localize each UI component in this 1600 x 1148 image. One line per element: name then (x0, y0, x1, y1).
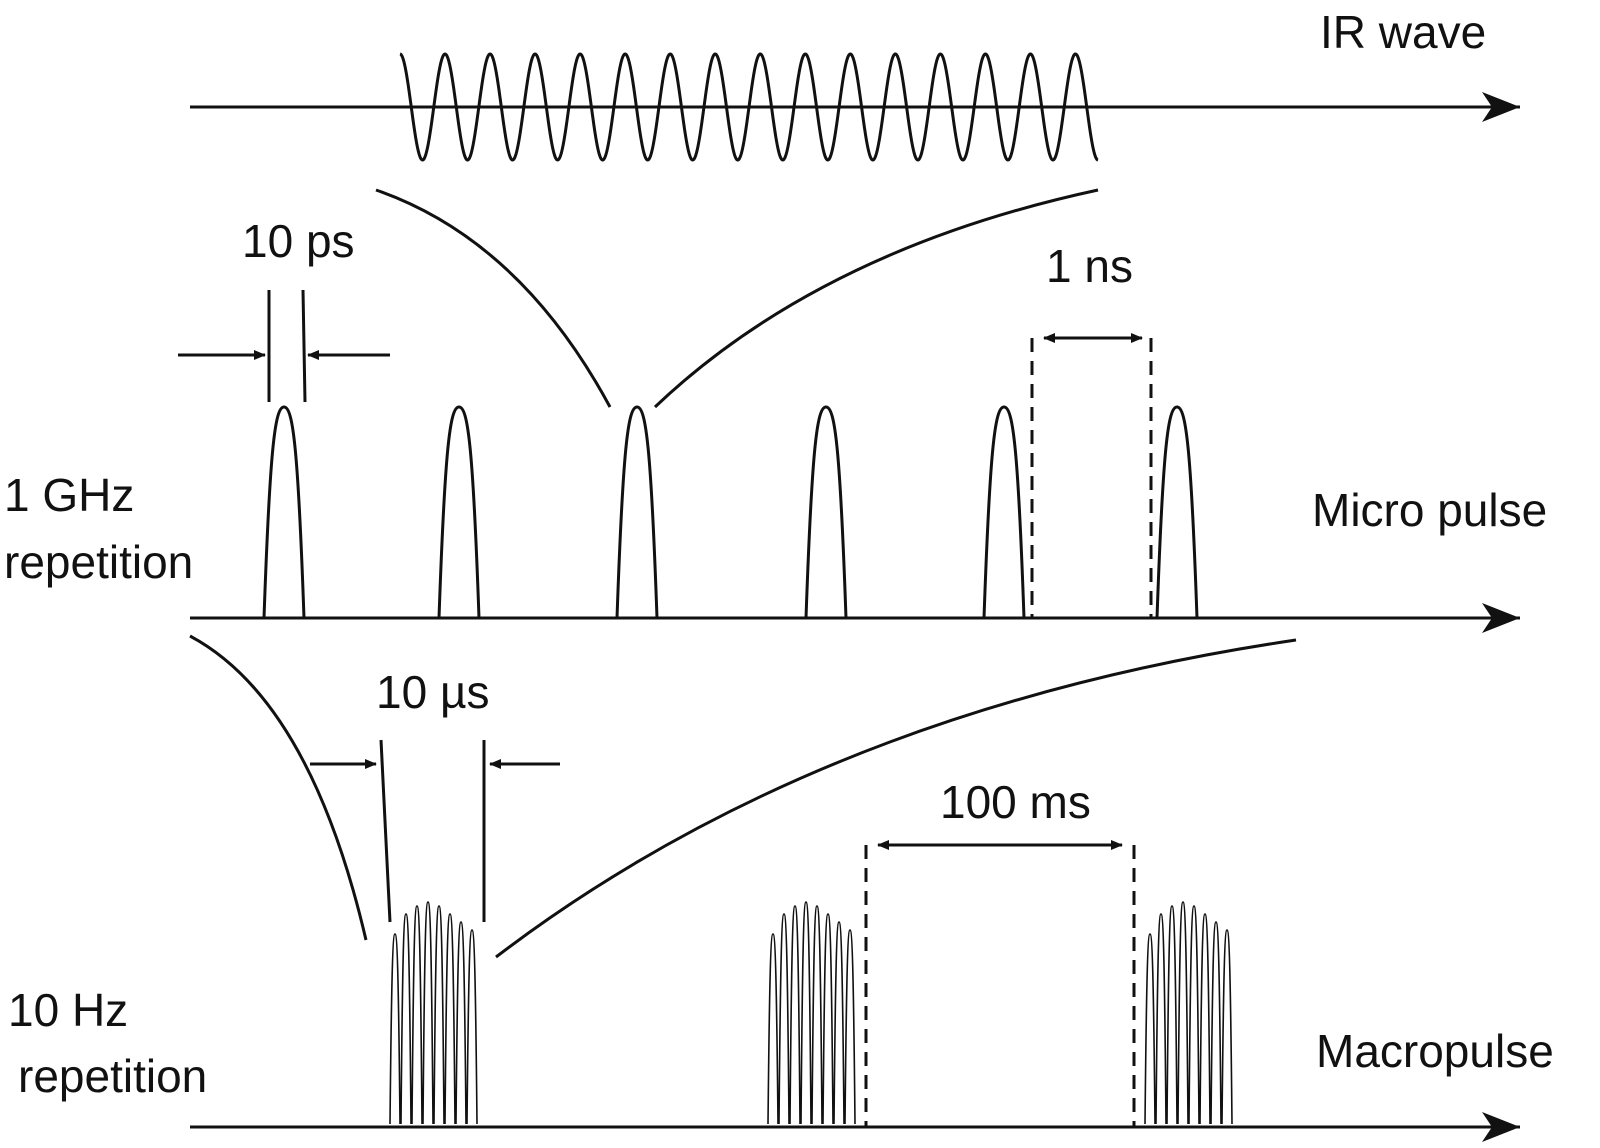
micro-pulse-4 (804, 405, 848, 619)
ghz-repetition-label-line1: 1 GHz (4, 469, 134, 521)
macro-spacing-label: 100 ms (940, 776, 1091, 828)
ghz-repetition-label-line2: repetition (4, 536, 193, 588)
micro-pulse-row: 10 ps 1 ns 1 GHz repetition Micro pulse (4, 215, 1547, 633)
macropulse-burst-3 (1144, 901, 1233, 1125)
micro-width-boundary-right (301, 289, 307, 403)
micro-pulse-label: Micro pulse (1312, 484, 1547, 536)
macropulse-2-micro-pulse-8 (844, 929, 856, 1125)
macropulse-1-micro-pulse-8 (466, 929, 478, 1125)
ir-wave-label: IR wave (1320, 6, 1486, 58)
macropulse-1-micro-pulse-6 (444, 913, 456, 1125)
macropulse-1-micro-pulse-1 (389, 933, 401, 1125)
macropulse-3-micro-pulse-4 (1177, 901, 1189, 1125)
hz-repetition-label-line1: 10 Hz (8, 984, 128, 1036)
macropulse-3-micro-pulse-6 (1199, 913, 1211, 1125)
micro-pulse-5 (982, 405, 1026, 619)
ir-axis-arrowhead (1482, 92, 1520, 122)
micro-spacing-label: 1 ns (1046, 240, 1133, 292)
micro-pulse-3 (615, 405, 659, 619)
macropulse-3-micro-pulse-2 (1155, 913, 1167, 1125)
hz-repetition-label-line2: repetition (18, 1050, 207, 1102)
micro-pulse-train (262, 405, 1199, 619)
macropulse-2-micro-pulse-7 (833, 921, 845, 1125)
macropulse-3-micro-pulse-3 (1166, 905, 1178, 1125)
micro-pulse-2 (437, 405, 481, 619)
macropulse-3-micro-pulse-7 (1210, 921, 1222, 1125)
zoom-line-ir-left (375, 188, 612, 408)
macro-width-boundary-left (379, 739, 392, 923)
macropulse-1-micro-pulse-3 (411, 905, 423, 1125)
macropulse-2-micro-pulse-1 (767, 933, 779, 1125)
zoom-line-micro-right (495, 638, 1297, 959)
zoom-line-ir-right (653, 188, 1099, 409)
zoom-line-micro-left (189, 634, 368, 941)
macropulse-3-micro-pulse-1 (1144, 933, 1156, 1125)
macropulse-row: 10 µs 100 ms 10 Hz repetition Macropulse (8, 666, 1554, 1142)
micro-width-label: 10 ps (242, 215, 355, 267)
ir-wave-oscillation (399, 52, 1099, 162)
macropulse-2-micro-pulse-4 (800, 901, 812, 1125)
macropulse-1-micro-pulse-5 (433, 905, 445, 1125)
macropulse-2-micro-pulse-6 (822, 913, 834, 1125)
macropulse-label: Macropulse (1316, 1025, 1554, 1077)
macro-width-label: 10 µs (376, 666, 489, 718)
macropulse-2-micro-pulse-3 (789, 905, 801, 1125)
macropulse-1-micro-pulse-7 (455, 921, 467, 1125)
micro-pulse-6 (1155, 405, 1199, 619)
micro-pulse-1 (262, 405, 306, 619)
macropulse-3-micro-pulse-8 (1221, 929, 1233, 1125)
micro-axis-arrowhead (1482, 603, 1520, 633)
ir-wave-row: IR wave (190, 6, 1520, 162)
macropulse-train (389, 901, 1233, 1125)
macropulse-3-micro-pulse-5 (1188, 905, 1200, 1125)
macropulse-burst-2 (767, 901, 856, 1125)
macropulse-1-micro-pulse-4 (422, 901, 434, 1125)
macro-axis-arrowhead (1482, 1112, 1520, 1142)
macropulse-2-micro-pulse-5 (811, 905, 823, 1125)
macropulse-2-micro-pulse-2 (778, 913, 790, 1125)
macropulse-1-micro-pulse-2 (400, 913, 412, 1125)
macropulse-burst-1 (389, 901, 478, 1125)
